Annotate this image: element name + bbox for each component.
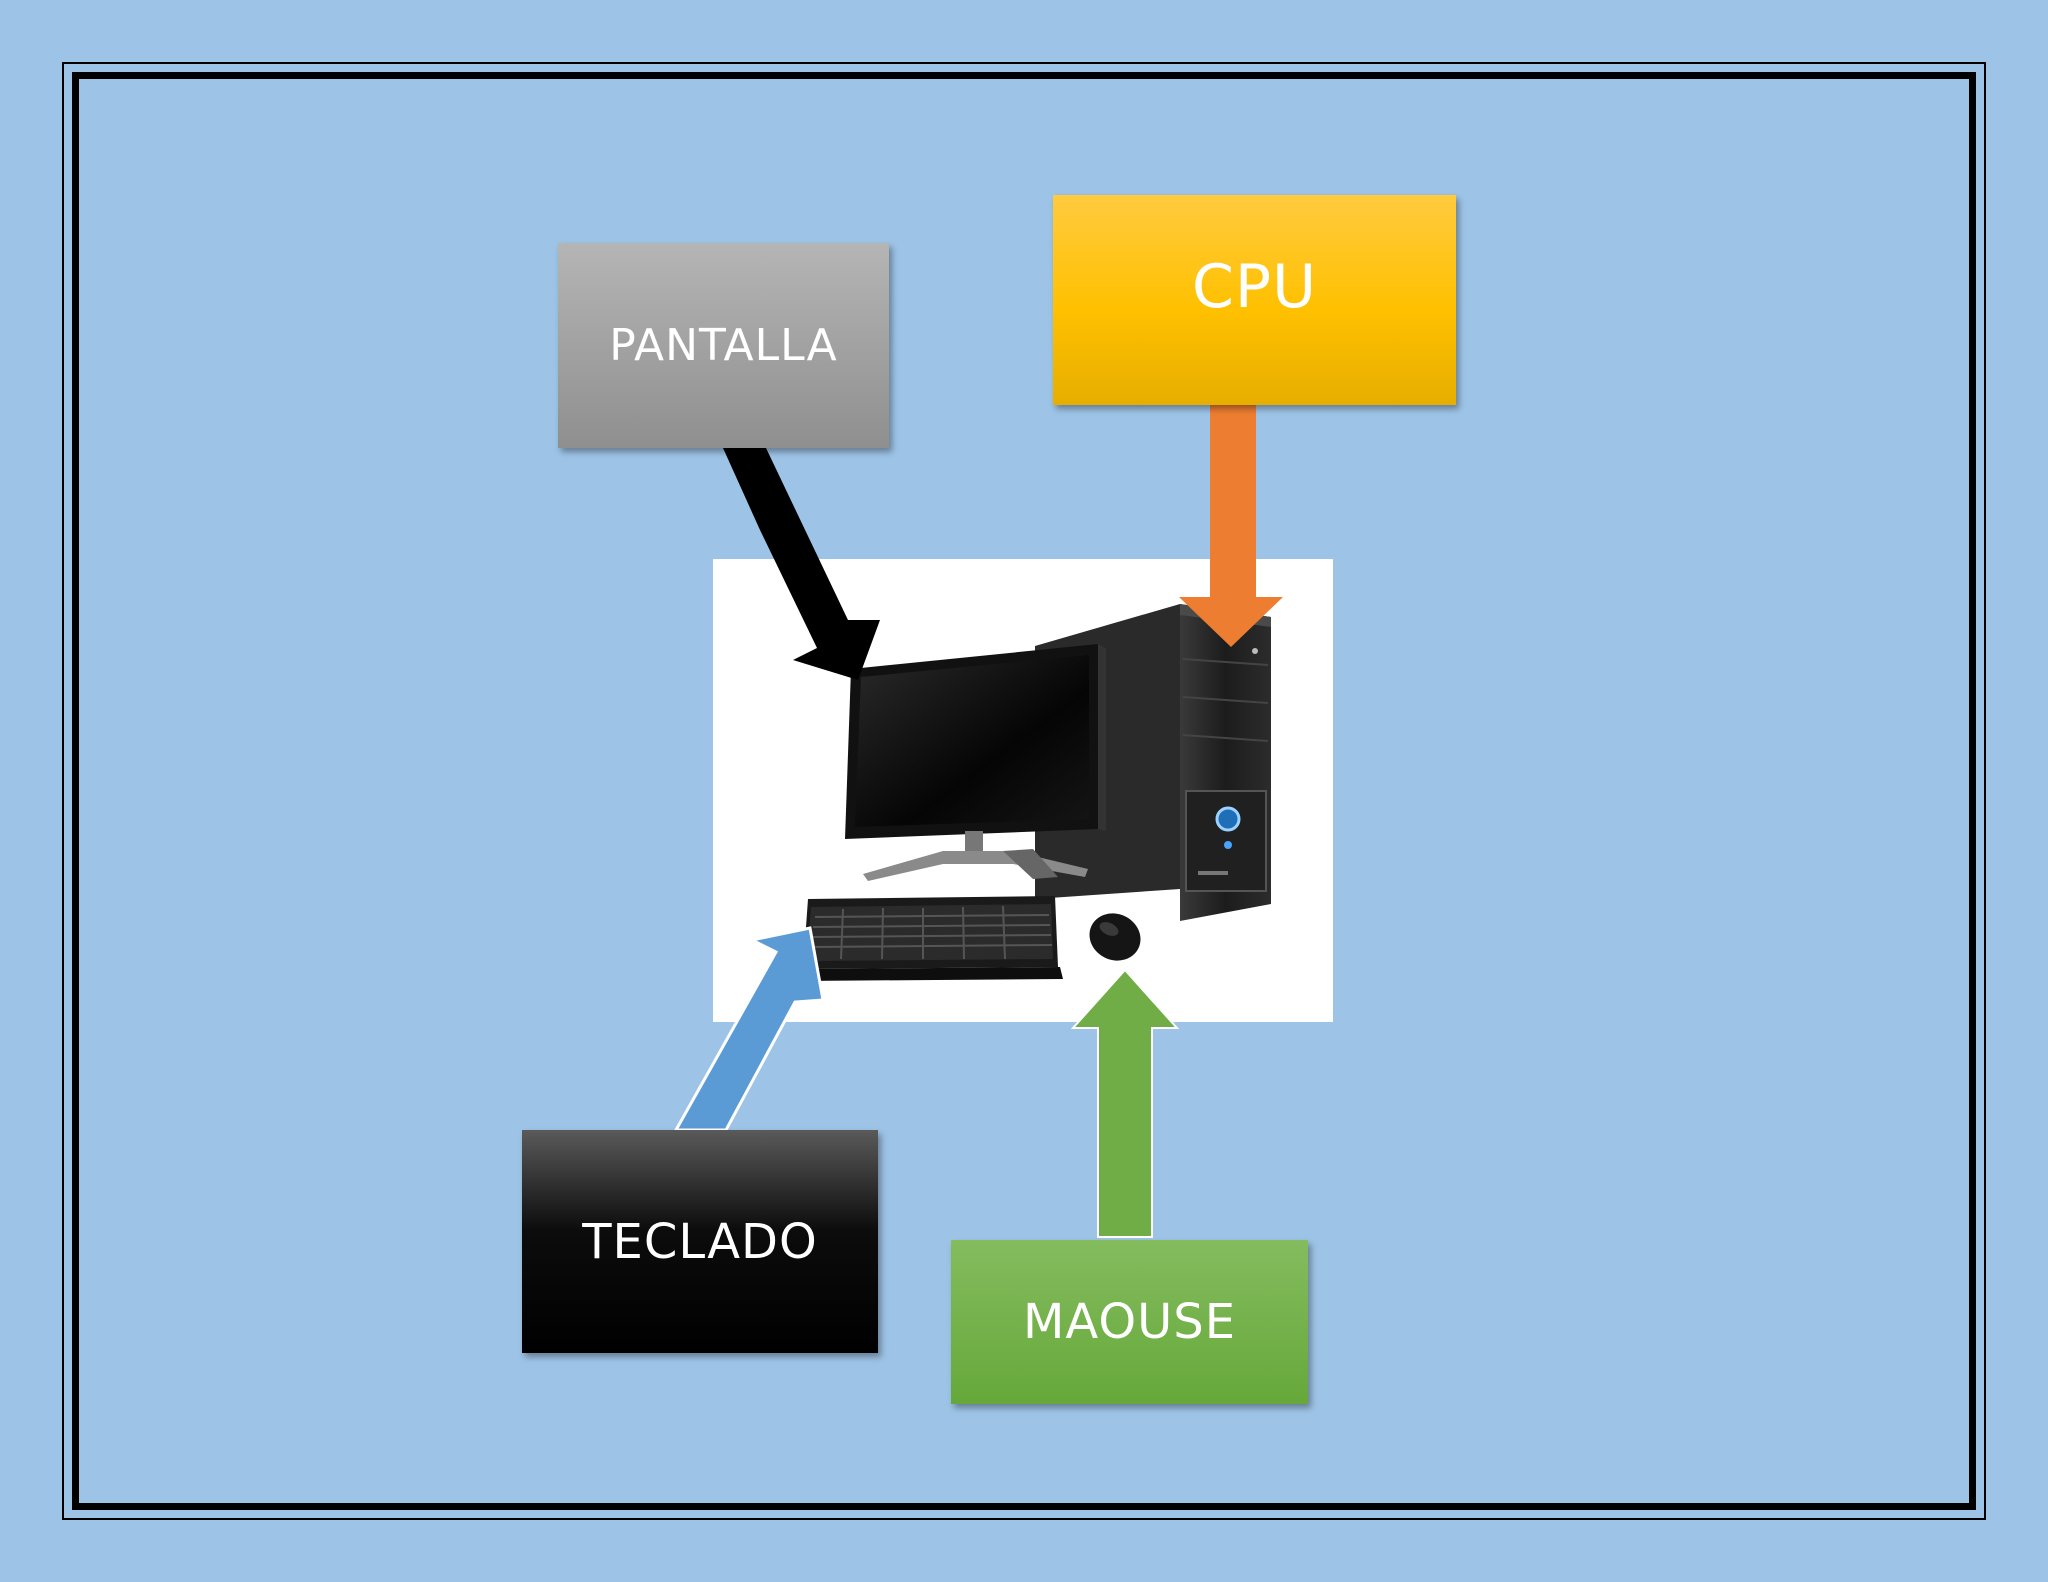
arrow-teclado xyxy=(673,926,825,1132)
cpu-label: CPU xyxy=(1192,252,1317,322)
keyboard xyxy=(798,896,1063,981)
cpu-box: CPU xyxy=(1053,195,1456,405)
desktop-computer-icon xyxy=(798,604,1271,981)
page-border-outer xyxy=(62,62,1986,1520)
monitor xyxy=(845,644,1106,881)
arrow-cpu xyxy=(1179,405,1283,647)
pantalla-box: PANTALLA xyxy=(558,243,889,448)
arrow-pantalla xyxy=(723,448,880,680)
pantalla-label: PANTALLA xyxy=(609,320,838,371)
computer-image xyxy=(713,559,1333,1022)
maouse-box: MAOUSE xyxy=(951,1240,1308,1404)
page-border-inner xyxy=(72,72,1976,1510)
maouse-label: MAOUSE xyxy=(1022,1294,1237,1350)
teclado-label: TECLADO xyxy=(582,1213,818,1270)
mouse xyxy=(1089,913,1141,961)
arrow-maouse xyxy=(1070,968,1180,1238)
teclado-box: TECLADO xyxy=(522,1130,878,1353)
